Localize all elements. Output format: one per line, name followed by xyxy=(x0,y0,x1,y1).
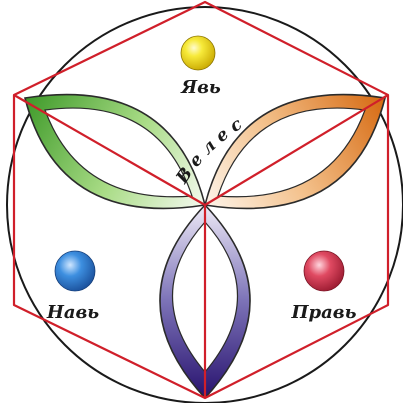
nav-sphere xyxy=(54,250,96,292)
prav-sphere xyxy=(303,250,345,292)
yav-sphere xyxy=(180,35,216,71)
outer-circle xyxy=(6,6,403,403)
yav-label: Явь xyxy=(180,77,221,98)
prav-label: Правь xyxy=(291,302,357,323)
left-lobe xyxy=(24,93,206,210)
nav-label: Навь xyxy=(46,302,99,323)
hexagon-outline xyxy=(12,0,390,400)
